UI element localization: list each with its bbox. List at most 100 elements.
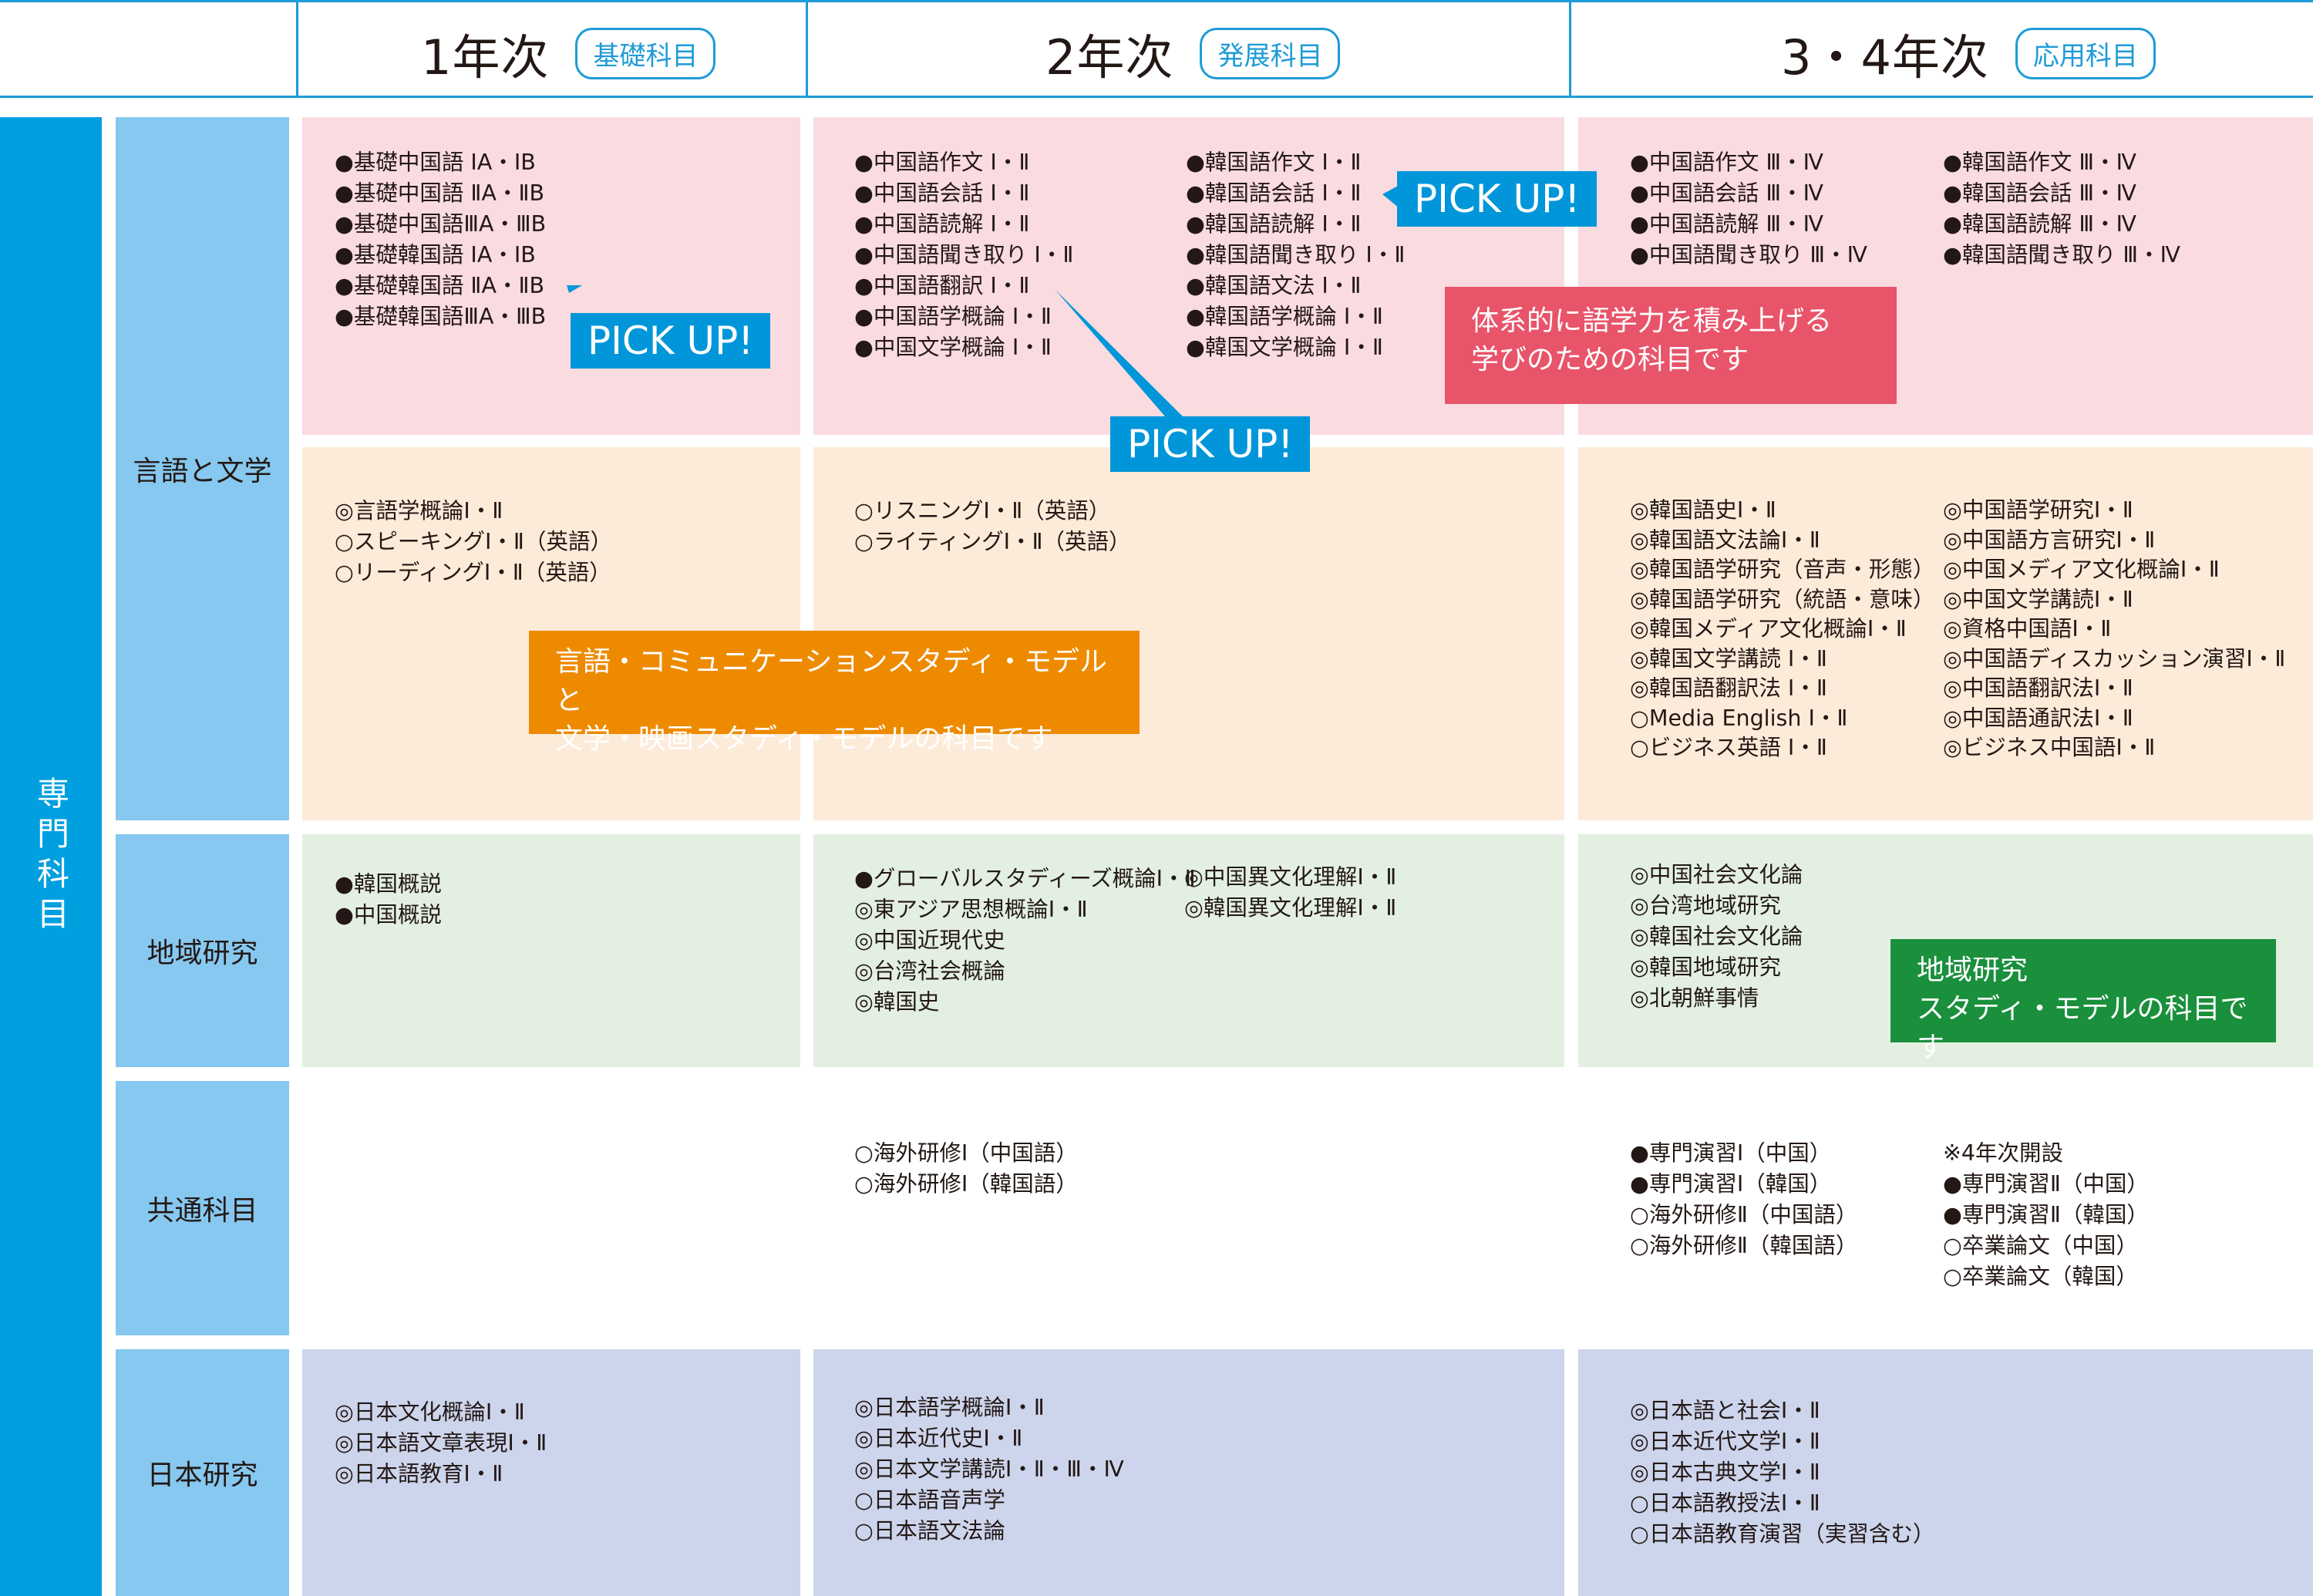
course-item: ◎中国異文化理解Ⅰ・Ⅱ [1184, 864, 1397, 890]
course-list-japan-y1: ◎日本文化概論Ⅰ・Ⅱ ◎日本語文章表現Ⅰ・Ⅱ ◎日本語教育Ⅰ・Ⅱ [335, 1397, 547, 1490]
course-item: ○日本語音声学 [854, 1487, 1005, 1513]
course-item: ●韓国語作文 Ⅰ・Ⅱ [1186, 150, 1362, 175]
header-bottom-line [0, 96, 2313, 98]
course-item: ○日本語教授法Ⅰ・Ⅱ [1630, 1490, 1820, 1516]
course-list-lang-model-y3-chinese: ◎中国語学研究Ⅰ・Ⅱ ◎中国語方言研究Ⅰ・Ⅱ ◎中国メディア文化概論Ⅰ・Ⅱ ◎中… [1943, 496, 2285, 763]
course-item: ◎中国文学講読Ⅰ・Ⅱ [1943, 586, 2133, 612]
course-item: ●専門演習Ⅰ（韓国） [1630, 1171, 1832, 1197]
course-item: ◎中国メディア文化概論Ⅰ・Ⅱ [1943, 557, 2220, 582]
major-subjects-label: 専門科目 [0, 117, 102, 1596]
cell-japan-y2 [813, 1349, 1564, 1596]
course-item: ◎中国語学研究Ⅰ・Ⅱ [1943, 497, 2133, 523]
course-list-lang-model-y3-korean: ◎韓国語史Ⅰ・Ⅱ ◎韓国語文法論Ⅰ・Ⅱ ◎韓国語学研究（音声・形態） ◎韓国語学… [1630, 496, 1934, 763]
course-list-japan-y3: ◎日本語と社会Ⅰ・Ⅱ ◎日本近代文学Ⅰ・Ⅱ ◎日本古典文学Ⅰ・Ⅱ ○日本語教授法… [1630, 1396, 1934, 1550]
course-item: ○海外研修Ⅱ（中国語） [1630, 1202, 1858, 1227]
cell-lang-basic-y1 [302, 117, 800, 435]
course-item: ●中国語会話 Ⅰ・Ⅱ [854, 180, 1030, 206]
course-item: ●基礎中国語 ⅠA・ⅠB [335, 150, 536, 175]
course-item: ○日本語教育演習（実習含む） [1630, 1521, 1935, 1547]
course-list-lang-basic-y3-korean: ●韓国語作文 Ⅲ・Ⅳ ●韓国語会話 Ⅲ・Ⅳ ●韓国語読解 Ⅲ・Ⅳ ●韓国語聞き取… [1943, 147, 2180, 271]
course-item: ◎日本語教育Ⅰ・Ⅱ [335, 1461, 503, 1487]
course-item: ○ライティングⅠ・Ⅱ（英語） [854, 529, 1131, 554]
course-item: ○ビジネス英語 Ⅰ・Ⅱ [1630, 735, 1827, 760]
callout-line: 地域研究 [1917, 955, 2029, 986]
course-item: ◎日本語文章表現Ⅰ・Ⅱ [335, 1430, 547, 1456]
course-item: ●中国語聞き取り Ⅰ・Ⅱ [854, 242, 1074, 268]
year-header-2: 2年次 発展科目 [1045, 19, 1341, 88]
course-item: ◎韓国語学研究（音声・形態） [1630, 557, 1935, 582]
course-item: ○海外研修Ⅱ（韓国語） [1630, 1233, 1858, 1258]
course-list-region-y1: ●韓国概説 ●中国概説 [335, 869, 442, 931]
course-item: ○海外研修Ⅰ（韓国語） [854, 1171, 1078, 1197]
pickup-badge-korean-conversation: PICK UP! [1397, 171, 1598, 227]
course-item: ○卒業論文（韓国） [1943, 1264, 2138, 1289]
year-title: 2年次 [1045, 29, 1174, 86]
year-header-1: 1年次 基礎科目 [421, 19, 716, 88]
course-item: ●中国語読解 Ⅲ・Ⅳ [1630, 211, 1823, 237]
course-item: ◎韓国語翻訳法 Ⅰ・Ⅱ [1630, 675, 1827, 701]
course-item: ◎中国語ディスカッション演習Ⅰ・Ⅱ [1943, 645, 2286, 672]
pickup-badge-basic-korean: PICK UP! [571, 313, 771, 369]
cell-region-y1 [302, 834, 800, 1067]
header-divider [296, 0, 298, 98]
year-badge: 基礎科目 [575, 27, 716, 79]
year-badge: 発展科目 [1200, 27, 1341, 79]
course-item: ●基礎韓国語 ⅠA・ⅠB [335, 242, 536, 268]
course-item: ●中国語作文 Ⅲ・Ⅳ [1630, 150, 1823, 175]
course-list-lang-model-y2: ○リスニングⅠ・Ⅱ（英語） ○ライティングⅠ・Ⅱ（英語） [854, 496, 1131, 557]
course-item: ◎韓国語学研究（統語・意味） [1630, 586, 1935, 612]
course-list-region-y3: ◎中国社会文化論 ◎台湾地域研究 ◎韓国社会文化論 ◎韓国地域研究 ◎北朝鮮事情 [1630, 860, 1803, 1014]
course-item: ●中国語学概論 Ⅰ・Ⅱ [854, 304, 1052, 329]
course-item: ◎中国語通訳法Ⅰ・Ⅱ [1943, 705, 2133, 731]
course-item: ○海外研修Ⅰ（中国語） [854, 1140, 1078, 1166]
course-item: ●韓国語聞き取り Ⅲ・Ⅳ [1943, 242, 2180, 268]
course-item: ◎台湾社会概論 [854, 958, 1005, 984]
course-item: ◎日本文学講読Ⅰ・Ⅱ・Ⅲ・Ⅳ [854, 1456, 1124, 1482]
course-list-region-y2b: ◎中国異文化理解Ⅰ・Ⅱ ◎韓国異文化理解Ⅰ・Ⅱ [1184, 862, 1396, 924]
course-item: ◎中国語翻訳法Ⅰ・Ⅱ [1943, 675, 2133, 701]
course-item: ●基礎中国語 ⅡA・ⅡB [335, 180, 545, 206]
course-item: ◎台湾地域研究 [1630, 893, 1781, 918]
course-item: ●韓国語作文 Ⅲ・Ⅳ [1943, 150, 2136, 175]
header-divider [1569, 0, 1571, 98]
cell-lang-model-y3 [1578, 447, 2313, 820]
course-item: ●基礎韓国語 ⅡA・ⅡB [335, 273, 545, 298]
course-item: ◎日本語と社会Ⅰ・Ⅱ [1630, 1398, 1820, 1423]
cell-japan-y1 [302, 1349, 800, 1596]
course-note: ※4年次開設 [1943, 1140, 2064, 1166]
course-item: ●中国文学概論 Ⅰ・Ⅱ [854, 335, 1052, 360]
course-item: ●韓国語学概論 Ⅰ・Ⅱ [1186, 304, 1383, 329]
course-list-lang-model-y1: ◎言語学概論Ⅰ・Ⅱ ○スピーキングⅠ・Ⅱ（英語） ○リーディングⅠ・Ⅱ（英語） [335, 496, 612, 588]
pickup-pointer-1 [567, 285, 582, 293]
course-item: ●基礎韓国語ⅢA・ⅢB [335, 304, 547, 329]
course-item: ○リーディングⅠ・Ⅱ（英語） [335, 560, 611, 585]
course-item: ◎韓国メディア文化概論Ⅰ・Ⅱ [1630, 616, 1907, 641]
cell-japan-y3 [1578, 1349, 2313, 1596]
row-label-common-subjects: 共通科目 [116, 1081, 289, 1335]
course-item: ○卒業論文（中国） [1943, 1233, 2138, 1258]
callout-line: 体系的に語学力を積み上げる [1471, 305, 1833, 337]
course-list-common-y3b: ※4年次開設 ●専門演習Ⅱ（中国） ●専門演習Ⅱ（韓国） ○卒業論文（中国） ○… [1943, 1138, 2149, 1292]
course-item: ●韓国語読解 Ⅰ・Ⅱ [1186, 211, 1362, 237]
course-item: ○日本語文法論 [854, 1518, 1005, 1544]
major-subjects-text: 専門科目 [32, 776, 70, 937]
course-list-lang-basic-y3-chinese: ●中国語作文 Ⅲ・Ⅳ ●中国語会話 Ⅲ・Ⅳ ●中国語読解 Ⅲ・Ⅳ ●中国語聞き取… [1630, 147, 1867, 271]
course-item: ◎韓国文学講読 Ⅰ・Ⅱ [1630, 645, 1827, 672]
callout-line: 文学・映画スタディ・モデルの科目です [555, 723, 1053, 755]
course-item: ●韓国語会話 Ⅲ・Ⅳ [1943, 180, 2136, 206]
course-item: ◎中国近現代史 [854, 928, 1005, 953]
course-item: ◎韓国語文法論Ⅰ・Ⅱ [1630, 527, 1820, 553]
pickup-pointer-3 [1382, 185, 1399, 208]
course-item: ◎日本近代史Ⅰ・Ⅱ [854, 1426, 1023, 1451]
course-item: ●韓国文学概論 Ⅰ・Ⅱ [1186, 335, 1383, 360]
course-item: ◎韓国史 [854, 989, 940, 1015]
course-item: ●中国語読解 Ⅰ・Ⅱ [854, 211, 1030, 237]
course-item: ●中国語会話 Ⅲ・Ⅳ [1630, 180, 1823, 206]
course-item: ◎韓国異文化理解Ⅰ・Ⅱ [1184, 895, 1397, 921]
course-item: ●基礎中国語ⅢA・ⅢB [335, 211, 547, 237]
course-item: ●中国語聞き取り Ⅲ・Ⅳ [1630, 242, 1867, 268]
course-item: ●専門演習Ⅰ（中国） [1630, 1140, 1832, 1166]
course-item: ●韓国概説 [335, 871, 442, 897]
callout-line: 言語・コミュニケーションスタディ・モデルと [555, 646, 1108, 716]
